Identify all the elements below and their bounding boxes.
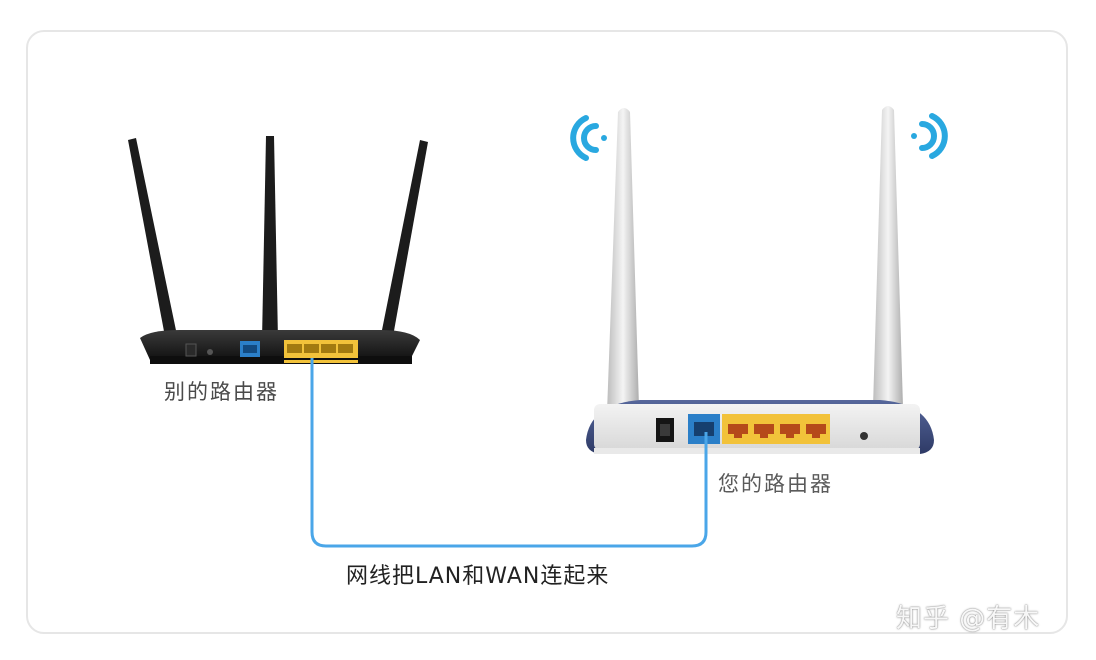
other-router-antenna-right — [380, 140, 428, 342]
your-router-antenna-left — [606, 108, 640, 440]
other-router-antenna-left — [128, 138, 178, 342]
your-router-label: 您的路由器 — [718, 472, 833, 496]
wifi-signal-left-icon — [570, 115, 607, 161]
your-router-antenna-right — [872, 106, 904, 440]
ethernet-cable — [310, 358, 708, 548]
other-router-antenna-middle — [262, 136, 278, 340]
your-router — [586, 106, 934, 454]
other-router-power-port — [185, 343, 197, 357]
wifi-signal-right-icon — [911, 113, 948, 159]
cable-caption: 网线把LAN和WAN连起来 — [346, 564, 610, 589]
your-router-reset-button — [860, 432, 868, 440]
watermark: 知乎 @有木 — [896, 604, 1041, 634]
other-router-body — [140, 330, 420, 360]
other-router — [128, 136, 428, 364]
other-router-label: 别的路由器 — [164, 380, 279, 404]
